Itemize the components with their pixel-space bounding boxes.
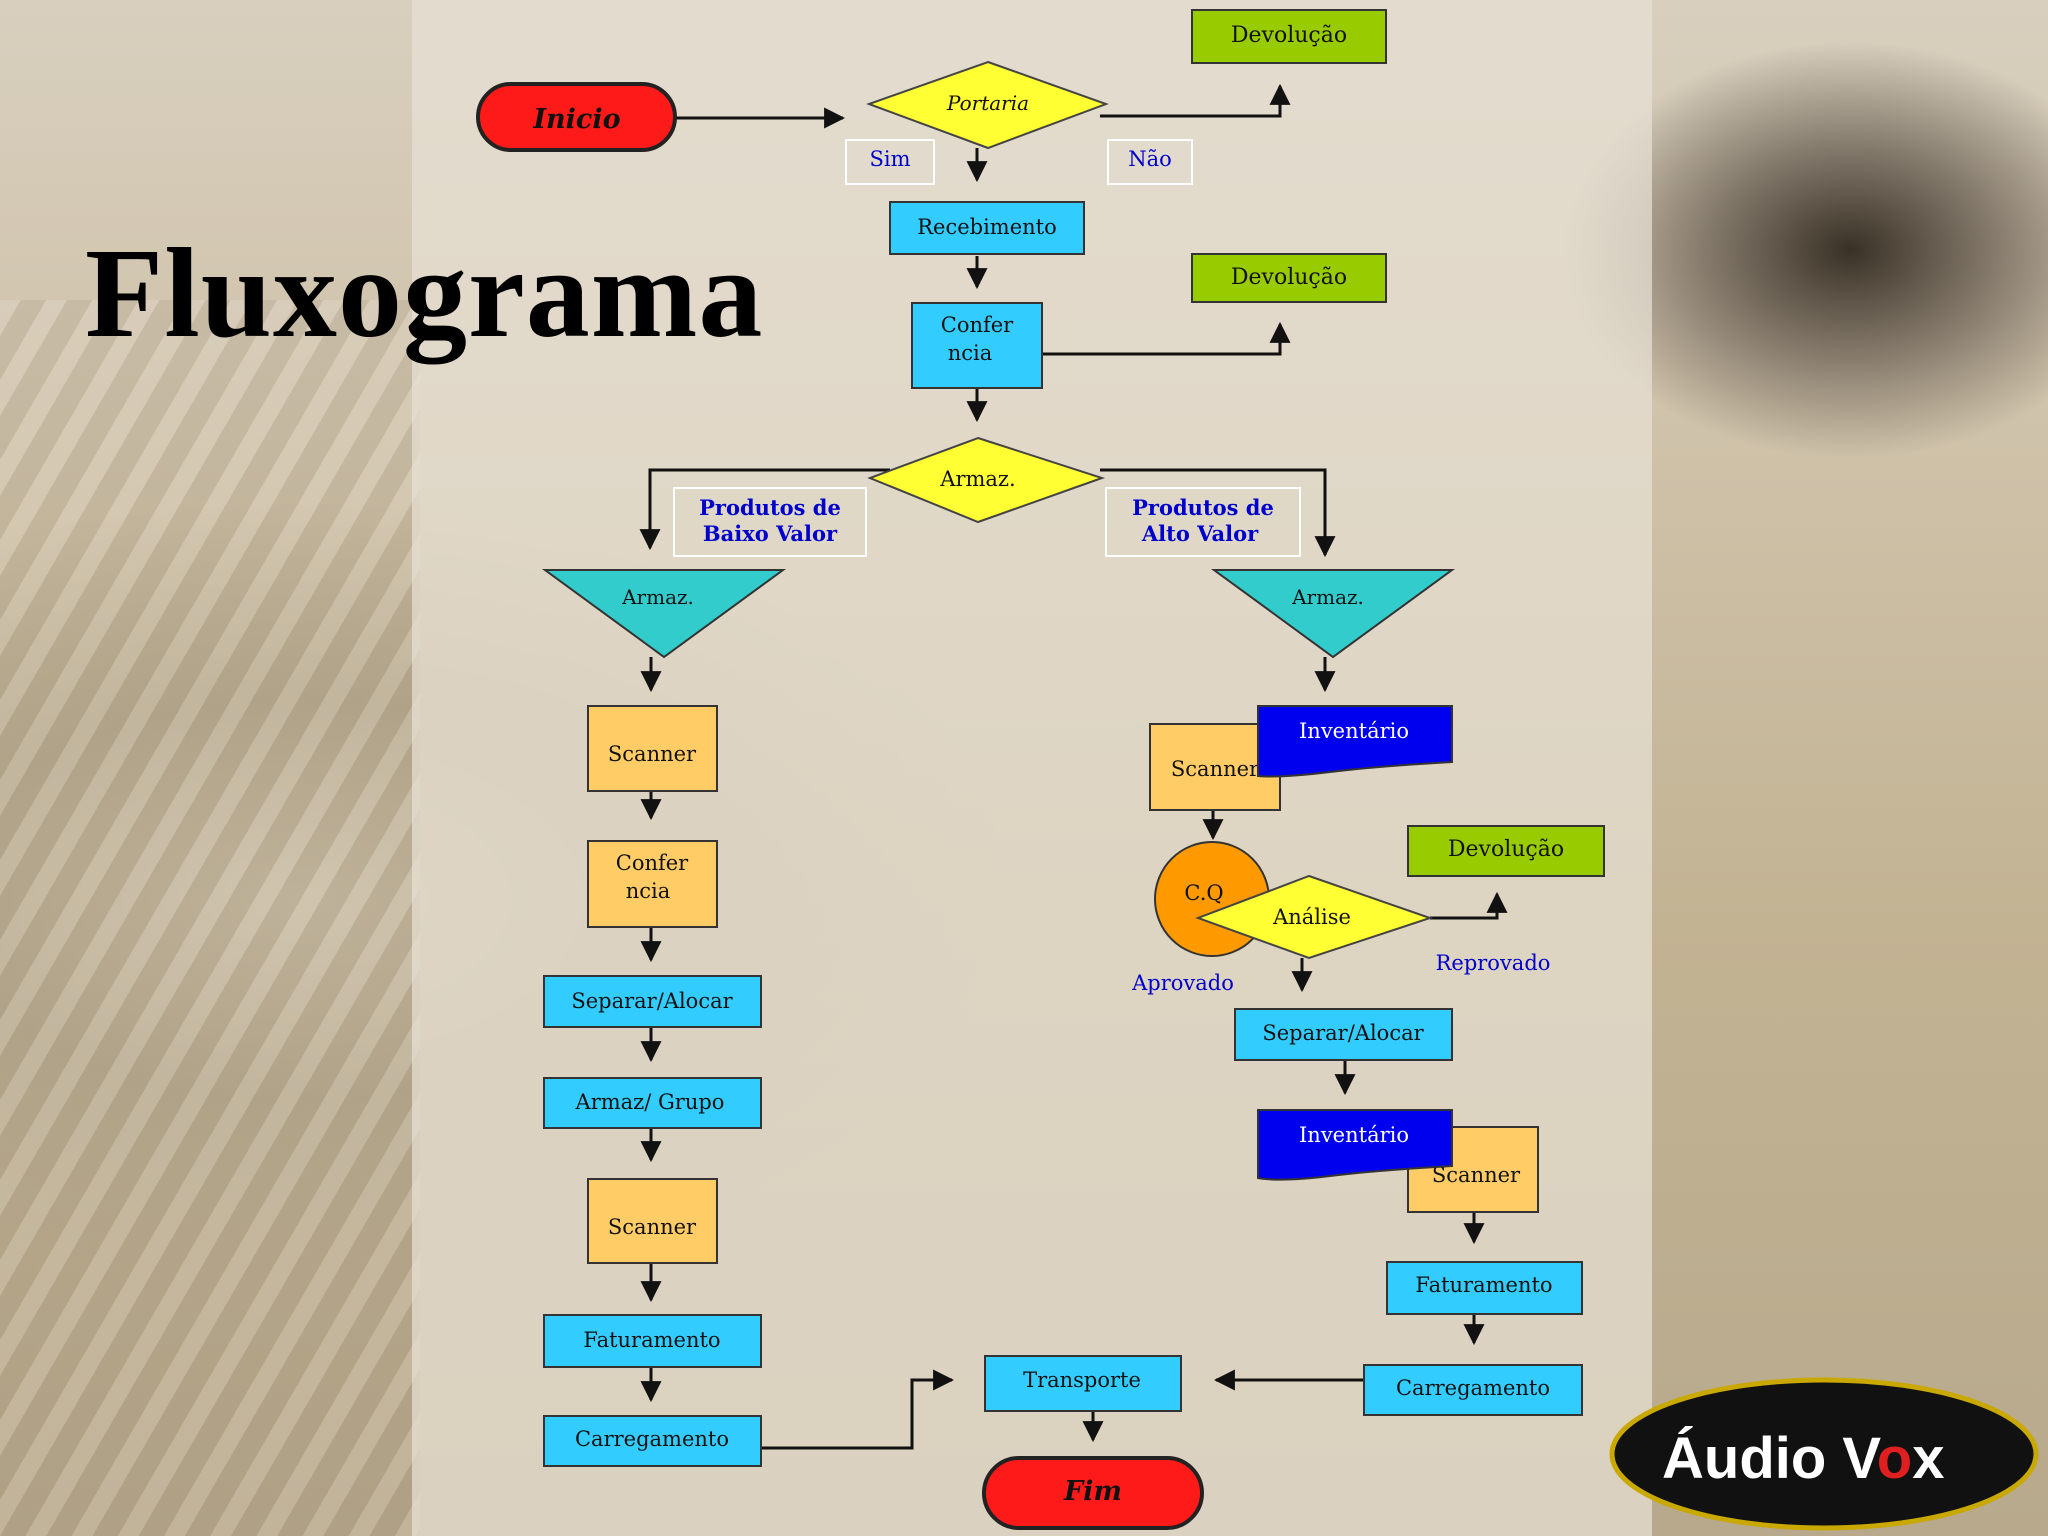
separar-r-label: Separar/Alocar [1262, 1021, 1424, 1045]
inventario-document-1: Inventário [1257, 705, 1453, 778]
scanner-l1-label: Scanner [608, 742, 697, 766]
arrow-carregamento-transporte [762, 1369, 955, 1450]
logo-text-a: Áudio V [1662, 1426, 1881, 1491]
conferencia-box-2: Confer ncia [587, 840, 718, 928]
faturamento-l-label: Faturamento [583, 1328, 720, 1352]
reprovado-label: Reprovado [1436, 951, 1551, 975]
nao-label-box: Não [1107, 139, 1193, 185]
arrow-portaria-devolucao [1100, 83, 1291, 118]
slide-title: Fluxograma [85, 222, 764, 364]
logo-text-b: x [1912, 1426, 1944, 1491]
background-mixer-texture [0, 300, 420, 1536]
arrow-armaz-baixo [639, 468, 890, 551]
inventario-1-label: Inventário [1299, 719, 1409, 743]
svg-text:Áudio Vox: Áudio Vox [1662, 1426, 1944, 1491]
recebimento-box: Recebimento [889, 201, 1085, 255]
recebimento-label: Recebimento [917, 215, 1057, 239]
carregamento-box-left: Carregamento [543, 1415, 762, 1467]
devolucao-box-1: Devolução [1191, 9, 1387, 64]
armaz-triangle-left: Armaz. [541, 569, 787, 659]
scanner-r1-label: Scanner [1171, 757, 1260, 781]
scanner-box-left-1: Scanner [587, 705, 718, 792]
devolucao-box-3: Devolução [1407, 825, 1605, 877]
transporte-box: Transporte [984, 1355, 1182, 1412]
armaz-triangle-right: Armaz. [1210, 569, 1456, 659]
armaz-grupo-box: Armaz/ Grupo [543, 1077, 762, 1129]
separar-box-left: Separar/Alocar [543, 975, 762, 1028]
faturamento-box-right: Faturamento [1386, 1261, 1583, 1315]
conferencia-1-line1: Confer [941, 313, 1014, 337]
audio-vox-logo: Áudio Vox [1609, 1377, 2039, 1531]
armaz-left-label: Armaz. [621, 585, 694, 609]
devolucao-box-2: Devolução [1191, 253, 1387, 303]
arrow-conferencia-devolucao [1042, 321, 1291, 356]
sim-label: Sim [869, 147, 910, 171]
connectors [639, 83, 1508, 1450]
portaria-decision: Portaria [866, 60, 1109, 150]
faturamento-r-label: Faturamento [1415, 1273, 1552, 1297]
inicio-terminal: Inicio [476, 82, 677, 152]
fim-label: Fim [1063, 1476, 1122, 1507]
conferencia-2-line1: Confer [616, 851, 689, 875]
armaz-decision-label: Armaz. [939, 467, 1015, 491]
carregamento-r-label: Carregamento [1396, 1376, 1550, 1400]
cq-label: C.Q [1184, 881, 1223, 905]
inventario-2-label: Inventário [1299, 1123, 1409, 1147]
carregamento-l-label: Carregamento [575, 1427, 729, 1451]
alto-valor-line1: Produtos de [1132, 495, 1274, 520]
conferencia-box-1: Confer ncia [911, 302, 1043, 389]
scanner-l2-label: Scanner [608, 1215, 697, 1239]
devolucao-1-label: Devolução [1231, 23, 1347, 48]
portaria-label: Portaria [946, 91, 1029, 115]
armaz-decision: Armaz. [867, 436, 1106, 524]
arrow-analise-devolucao [1430, 891, 1508, 920]
baixo-valor-label-box: Produtos de Baixo Valor [673, 487, 867, 557]
analise-decision: Análise [1195, 874, 1434, 960]
alto-valor-label-box: Produtos de Alto Valor [1105, 487, 1301, 557]
inicio-label: Inicio [532, 104, 620, 135]
arrow-armaz-alto [1100, 468, 1336, 558]
devolucao-3-label: Devolução [1448, 837, 1564, 862]
transporte-label: Transporte [1023, 1368, 1141, 1392]
sim-label-box: Sim [845, 139, 935, 185]
separar-l-label: Separar/Alocar [571, 989, 733, 1013]
conferencia-2-line2: ncia [626, 879, 671, 903]
analise-label: Análise [1272, 905, 1351, 929]
armaz-right-label: Armaz. [1291, 585, 1364, 609]
logo-text-o: o [1877, 1426, 1912, 1491]
armaz-grupo-label: Armaz/ Grupo [575, 1090, 725, 1114]
baixo-valor-line1: Produtos de [699, 495, 841, 520]
nao-label: Não [1128, 147, 1172, 171]
alto-valor-line2: Alto Valor [1141, 521, 1259, 546]
carregamento-box-right: Carregamento [1363, 1364, 1583, 1416]
inventario-document-2: Inventário [1257, 1109, 1453, 1181]
separar-box-right: Separar/Alocar [1234, 1008, 1453, 1061]
scanner-box-left-2: Scanner [587, 1178, 718, 1264]
aprovado-label: Aprovado [1131, 971, 1234, 995]
faturamento-box-left: Faturamento [543, 1314, 762, 1368]
fim-terminal: Fim [982, 1456, 1204, 1530]
devolucao-2-label: Devolução [1231, 265, 1347, 290]
baixo-valor-line2: Baixo Valor [703, 521, 838, 546]
conferencia-1-line2: ncia [948, 341, 993, 365]
